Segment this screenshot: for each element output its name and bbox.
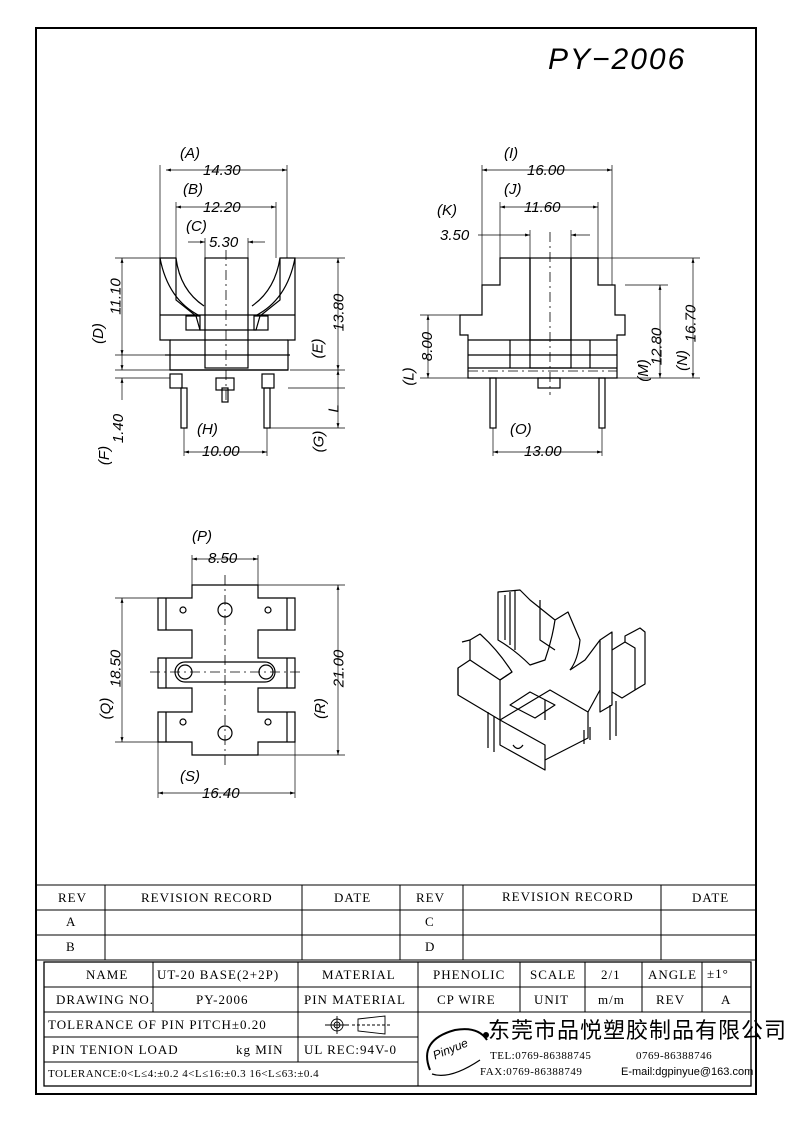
scale-value: 2/1 (601, 967, 621, 982)
dim-value-e: 13.80 (330, 293, 348, 332)
company-tel: TEL:0769-86388745 (490, 1050, 592, 1062)
dim-value-i: 16.00 (527, 162, 565, 179)
dim-value-8: 8.00 (419, 331, 437, 362)
rev-header-left: REV (58, 890, 87, 905)
dim-letter-i: (I) (504, 145, 519, 162)
bottom-dimension-lines (115, 555, 345, 798)
company-fax: FAX:0769-86388749 (480, 1066, 583, 1078)
rev-row-a: A (66, 914, 77, 929)
tolerance-pin-pitch: TOLERANCE OF PIN PITCH±0.20 (48, 1017, 267, 1032)
front-right-horn (254, 257, 296, 317)
front-view (159, 250, 296, 429)
drawing-no-value: PY-2006 (196, 992, 249, 1007)
dim-letter-s: (S) (180, 768, 201, 785)
revision-record-header-right: REVISION RECORD (502, 889, 634, 904)
side-view (459, 232, 626, 429)
pin-material-label: PIN MATERIAL (304, 992, 406, 1007)
rev-row-b: B (66, 939, 76, 954)
front-right-horn-inner (251, 257, 281, 307)
dim-letter-c: (C) (186, 218, 207, 235)
dim-value-l: L (325, 404, 343, 413)
company-email: E-mail:dgpinyue@163.com (621, 1066, 754, 1078)
pin-tension-label: PIN TENION LOAD (52, 1042, 179, 1057)
dim-letter-a: (A) (180, 145, 201, 162)
dim-letter-m: (M) (634, 359, 652, 382)
side-body-outline (459, 257, 626, 379)
dim-value-d: 11.10 (107, 278, 125, 315)
rev-value: A (721, 992, 732, 1007)
side-dimension-lines (420, 165, 700, 456)
dim-value-k: 3.50 (440, 227, 470, 244)
name-value: UT-20 BASE(2+2P) (157, 967, 280, 982)
front-dimension-lines (115, 165, 345, 456)
dim-letter-n: (N) (673, 350, 691, 371)
scale-label: SCALE (530, 967, 577, 982)
revision-record-header-left: REVISION RECORD (141, 890, 273, 905)
dim-letter-q: (Q) (97, 697, 115, 720)
drawing-no-label: DRAWING NO. (56, 992, 155, 1007)
company-tel-2: 0769-86388746 (636, 1050, 713, 1062)
name-label: NAME (86, 967, 129, 982)
side-pin-right (598, 377, 606, 429)
rev-label: REV (656, 992, 685, 1007)
general-tolerance: TOLERANCE:0<L≤4:±0.2 4<L≤16:±0.3 16<L≤63… (48, 1068, 320, 1080)
pin-material-value: CP WIRE (437, 992, 496, 1007)
dim-value-p: 8.50 (208, 550, 238, 567)
drawing-number-title: PY−2006 (548, 43, 687, 76)
dim-value-b: 12.20 (203, 199, 241, 216)
sheet-border (35, 27, 757, 1095)
side-center-post (529, 257, 572, 369)
projection-symbol (325, 1015, 392, 1035)
material-value: PHENOLIC (433, 967, 506, 982)
dim-letter-j: (J) (504, 181, 522, 198)
front-left-horn-inner (175, 257, 205, 307)
dim-value-f: 1.40 (110, 413, 128, 444)
isometric-view (457, 589, 646, 771)
dim-value-c: 5.30 (209, 234, 239, 251)
bottom-view (150, 575, 300, 765)
dim-letter-k: (K) (437, 202, 458, 219)
dim-letter-d: (D) (89, 323, 107, 344)
company-name: 东莞市品悦塑胶制品有限公司 (488, 1019, 788, 1044)
dim-value-a: 14.30 (203, 162, 241, 179)
ul-rec: UL REC:94V-0 (304, 1042, 398, 1057)
date-header-left: DATE (334, 890, 372, 905)
dim-letter-o: (O) (510, 421, 532, 438)
unit-label: UNIT (534, 992, 570, 1007)
dim-value-r: 21.00 (330, 649, 348, 688)
dim-letter-b: (B) (183, 181, 204, 198)
dim-letter-p: (P) (192, 528, 213, 545)
dim-letter-f: (F) (96, 445, 114, 466)
dim-value-j: 11.60 (524, 199, 561, 216)
dim-value-h: 10.00 (202, 443, 240, 460)
dim-letter-l: (L) (400, 367, 418, 386)
date-header-right: DATE (692, 890, 730, 905)
dim-value-n: 16.70 (682, 304, 700, 343)
dim-value-o: 13.00 (524, 443, 562, 460)
title-block-lines (36, 884, 756, 1087)
front-pin-left (180, 387, 188, 429)
front-pin-right (263, 387, 271, 429)
unit-value: m/m (598, 992, 625, 1007)
dim-letter-e: (E) (309, 338, 327, 359)
material-label: MATERIAL (322, 967, 396, 982)
pin-tension-unit: kg MIN (236, 1042, 284, 1057)
dim-letter-h: (H) (197, 421, 218, 438)
rev-header-right: REV (416, 890, 445, 905)
front-center-post (204, 257, 249, 369)
dim-letter-r: (R) (311, 698, 329, 719)
company-logo (426, 1028, 489, 1076)
rev-row-c: C (425, 914, 435, 929)
dim-letter-g: (G) (310, 430, 328, 453)
rev-row-d: D (425, 939, 436, 954)
dim-value-s: 16.40 (202, 785, 240, 802)
angle-value: ±1° (707, 966, 729, 981)
angle-label: ANGLE (648, 967, 698, 982)
dim-value-q: 18.50 (107, 649, 125, 688)
side-pin-left (489, 377, 497, 429)
front-left-horn (159, 257, 201, 317)
